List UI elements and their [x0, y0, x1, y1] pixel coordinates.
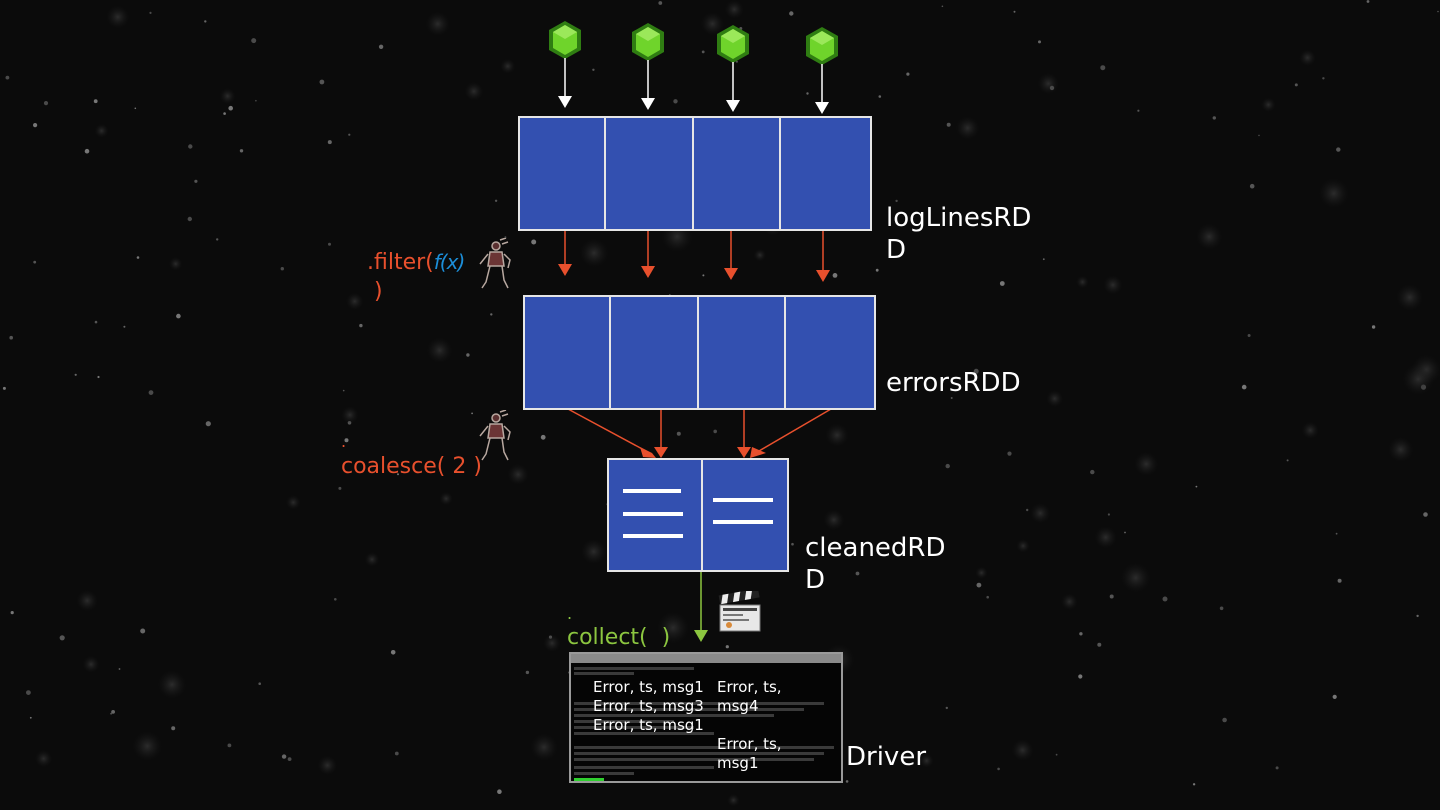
collect-operation: collect( ) [567, 625, 671, 650]
partition-divider [609, 297, 611, 408]
record-line [623, 512, 683, 516]
coalesce-operation: coalesce( 2 ) [341, 454, 482, 479]
log-lines-rdd-label: logLinesRD D [886, 203, 1032, 265]
clapperboard-icon [718, 591, 761, 632]
driver-record: Error, ts, msg4 [717, 678, 782, 715]
cleaned-rdd-label: cleanedRD D [805, 533, 946, 595]
filter-close-paren: ) [374, 279, 383, 304]
terminal-title-bar [571, 654, 841, 663]
driver-record: Error, ts, msg1 [593, 678, 704, 696]
filter-text: .filter( [367, 250, 434, 275]
driver-record: Error, ts, msg3 [593, 697, 704, 715]
driver-record: Error, ts, msg1 [593, 716, 704, 734]
driver-terminal-window-icon [569, 652, 843, 783]
driver-record: Error, ts, msg1 [717, 735, 782, 772]
robot-icon [479, 238, 511, 289]
driver-label: Driver [846, 742, 927, 772]
coalesce-dot: . [341, 432, 347, 451]
source-node-hexagon-icon [549, 21, 581, 59]
record-line [623, 534, 683, 538]
source-node-hexagon-icon [632, 23, 664, 61]
errors-rdd-label: errorsRDD [886, 368, 1021, 398]
partition-divider [692, 118, 694, 229]
errors-rdd[interactable] [523, 295, 876, 410]
collect-dot: . [567, 604, 573, 623]
log-lines-rdd[interactable] [518, 116, 872, 231]
cleaned-rdd[interactable] [607, 458, 789, 572]
partition-divider [701, 460, 703, 570]
source-node-hexagon-icon [717, 25, 749, 63]
filter-operation: .filter(f(x) [367, 248, 466, 277]
partition-divider [779, 118, 781, 229]
partition-divider [604, 118, 606, 229]
record-line [713, 520, 773, 524]
partition-divider [697, 297, 699, 408]
record-line [623, 489, 681, 493]
record-line [713, 498, 773, 502]
robot-icon [479, 410, 511, 461]
source-node-hexagon-icon [806, 27, 838, 65]
fx-symbol: f(x) [433, 250, 466, 274]
partition-divider [784, 297, 786, 408]
